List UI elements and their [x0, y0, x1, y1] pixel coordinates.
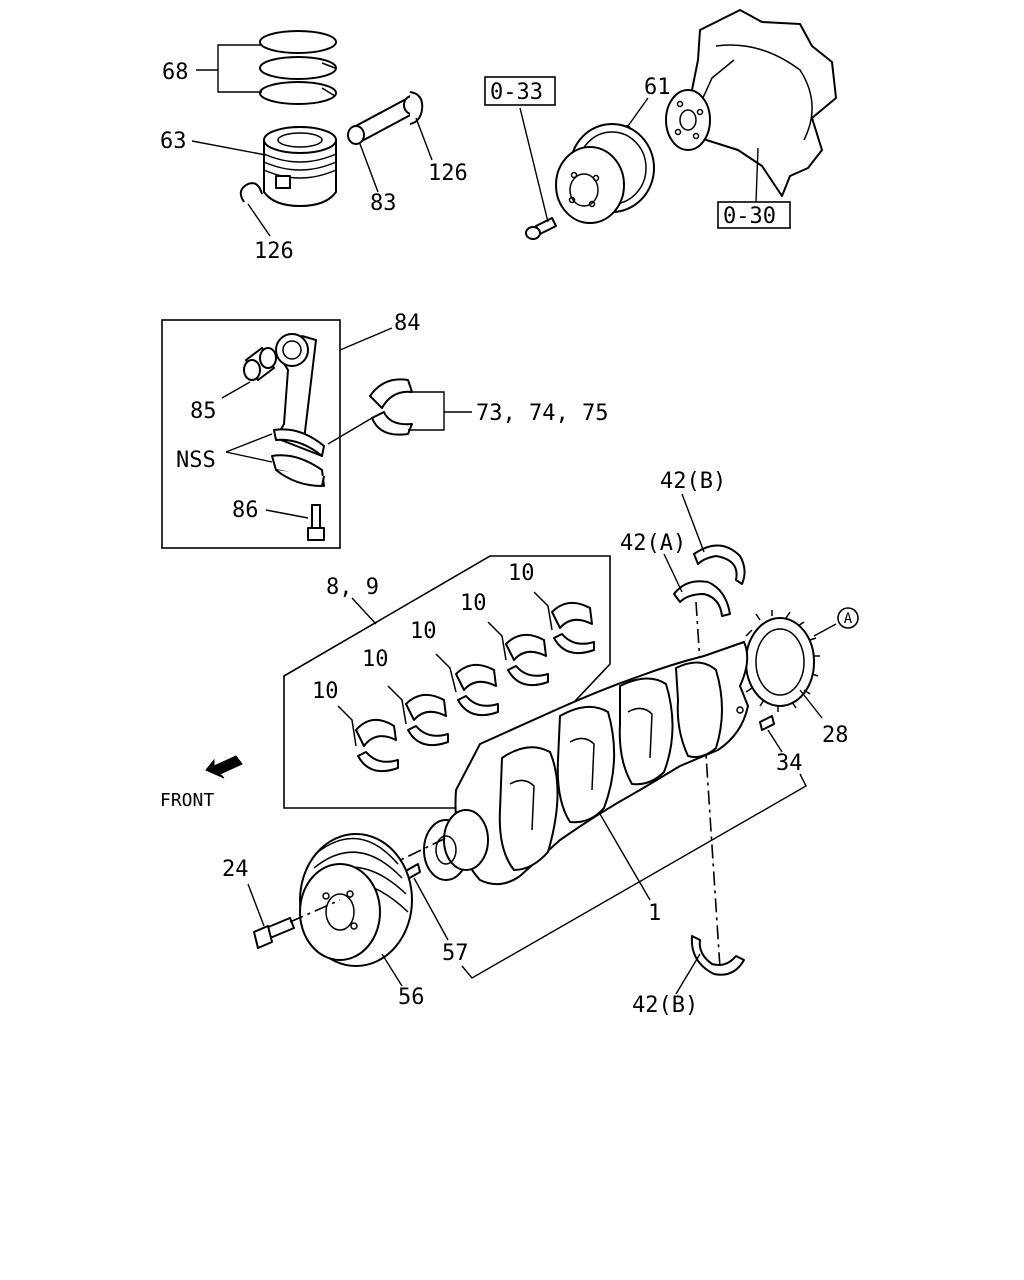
connecting-rod	[273, 333, 325, 457]
bolt-centerline	[289, 899, 341, 923]
callout-42b-top: 42(B)	[660, 469, 726, 494]
crank-nose-flange	[423, 809, 489, 881]
rod-bolt	[307, 504, 325, 541]
snap-ring-left	[239, 182, 263, 203]
callout-nss: NSS	[176, 448, 216, 473]
callout-10-b: 10	[362, 647, 389, 672]
callout-42a: 42(A)	[620, 531, 686, 556]
callout-126-right: 126	[428, 161, 468, 186]
pin-leader	[359, 143, 379, 193]
key-leader	[413, 877, 449, 941]
rod-bolt-leader	[265, 509, 309, 519]
front-label: FRONT	[160, 790, 214, 811]
thrust-washer-42a	[673, 580, 731, 617]
main-bearing-1	[337, 705, 399, 772]
ref-0-33-leader	[519, 107, 549, 223]
piston-ring-leader	[196, 44, 262, 93]
crankshaft-leader	[599, 813, 651, 901]
main-bearing-frame	[283, 555, 611, 809]
main-bearing-set-leader	[351, 597, 377, 625]
fan-pulley	[555, 123, 655, 224]
pin-34-leader	[767, 729, 783, 753]
callout-0-30: 0-30	[723, 204, 776, 229]
ref-0-30-leader	[755, 147, 759, 203]
dowel-pin	[759, 715, 775, 731]
callout-84: 84	[394, 311, 421, 336]
timing-gear	[739, 610, 820, 712]
detail-ref-circle	[837, 607, 859, 629]
thrust-bottom-leader	[675, 953, 701, 995]
front-arrow-icon	[205, 755, 243, 779]
rod-bearing-link	[327, 417, 373, 445]
callout-126-left: 126	[254, 239, 294, 264]
callout-10-a: 10	[312, 679, 339, 704]
ref-box-0-30	[717, 201, 791, 229]
callout-73-74-75: 73, 74, 75	[476, 401, 608, 426]
nss-leader-top	[225, 433, 273, 453]
callout-42b-bottom: 42(B)	[632, 993, 698, 1018]
callout-10-c: 10	[410, 619, 437, 644]
callout-28: 28	[822, 723, 849, 748]
snap-ring-right-leader	[415, 117, 433, 161]
rod-cap	[271, 454, 325, 487]
callout-83: 83	[370, 191, 397, 216]
bushing-leader	[221, 381, 251, 399]
callout-68: 68	[162, 60, 189, 85]
connecting-rod-frame	[161, 319, 341, 549]
crank-pulley-leader	[381, 953, 403, 987]
piston-rings	[259, 30, 337, 105]
rod-bearing-bracket	[408, 391, 445, 431]
ref-box-0-33	[484, 76, 556, 106]
callout-detail-a: A	[844, 611, 853, 627]
callout-24: 24	[222, 857, 249, 882]
callout-8-9: 8, 9	[326, 575, 379, 600]
pulley-bolt-leader	[247, 883, 265, 927]
small-end-bushing	[243, 347, 277, 381]
rod-leader	[339, 327, 393, 351]
callout-63: 63	[160, 129, 187, 154]
thrust-washer-42b-bottom	[690, 935, 745, 976]
crankshaft-body	[454, 641, 749, 886]
rod-bearing-upper	[369, 378, 413, 409]
piston	[263, 126, 337, 207]
callout-10-e: 10	[508, 561, 535, 586]
rod-bearing-lower	[371, 411, 413, 436]
main-bearing-4	[487, 621, 549, 686]
callout-34: 34	[776, 751, 803, 776]
thrust-a-leader	[663, 553, 683, 593]
callout-56: 56	[398, 985, 425, 1010]
callout-1: 1	[648, 901, 661, 926]
crank-pulley	[299, 833, 413, 967]
water-pump-housing	[689, 9, 837, 197]
thrust-top-leader	[681, 493, 705, 553]
main-bearing-3	[435, 653, 499, 716]
fan-pulley-leader	[627, 97, 649, 127]
snap-ring-right	[409, 91, 424, 125]
callout-10-d: 10	[460, 591, 487, 616]
pump-flange	[665, 89, 711, 151]
detail-ref-leader	[813, 623, 837, 637]
callout-0-33: 0-33	[490, 80, 543, 105]
main-bearing-5	[533, 591, 595, 654]
piston-pin	[347, 95, 421, 145]
crankshaft-bracket	[461, 773, 807, 979]
piston-leader	[191, 140, 267, 156]
callout-57: 57	[442, 941, 469, 966]
pulley-bolt	[525, 217, 557, 240]
callout-61: 61	[644, 75, 671, 100]
timing-gear-leader	[799, 689, 823, 719]
snap-ring-left-leader	[247, 203, 271, 237]
main-bearing-2	[387, 685, 449, 746]
pulley-bolt-24	[253, 917, 295, 949]
nss-leader-bottom	[225, 451, 273, 463]
thrust-washer-42b-top	[693, 544, 746, 585]
callout-86: 86	[232, 498, 259, 523]
callout-85: 85	[190, 399, 217, 424]
